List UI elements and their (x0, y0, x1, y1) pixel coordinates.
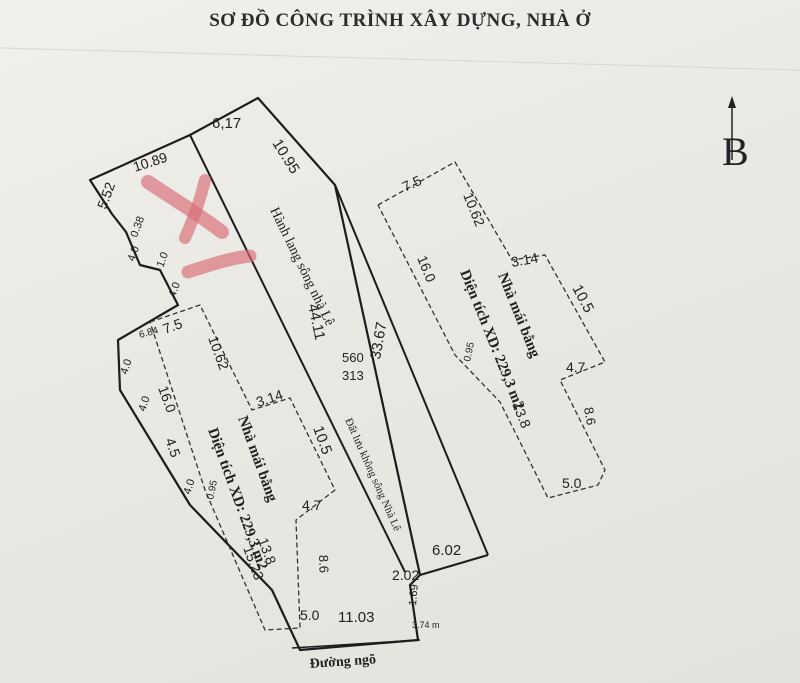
right-house-dim-a: 7.5 (400, 172, 425, 195)
right-house-dim-f: 0.95 (462, 341, 477, 363)
left-house-dim-e: 16.0 (155, 384, 179, 415)
dim-4-0e: 4.0 (181, 478, 197, 496)
right-house-dim-d: 10.5 (568, 282, 597, 316)
right-house-dim-c: 3.14 (510, 249, 540, 270)
dim-6-17: 6,17 (212, 115, 241, 132)
dim-6-84: 6.84 (138, 325, 160, 341)
bottom-right-line (419, 554, 489, 576)
left-house-dim-f: 0.95 (205, 479, 220, 501)
dim-4-0a: 4.0 (126, 245, 143, 263)
left-house-dim-c: 3.14 (254, 386, 285, 410)
left-house-dim-h: 8.6 (316, 555, 332, 574)
main-lot-outline (88, 96, 422, 652)
right-house-dim-g: 4.7 (566, 359, 586, 375)
dim-6-02: 6.02 (432, 542, 461, 559)
dim-3-74: 3.74 m (412, 620, 440, 630)
road-line (291, 639, 421, 649)
right-house-dim-e: 16.0 (414, 253, 439, 284)
red-scribble-mark (141, 174, 257, 279)
dim-4-0d: 4.0 (136, 395, 152, 413)
dim-4-0b: 4.0 (167, 281, 184, 299)
paper-fold (0, 47, 800, 71)
left-house-dim-b: 10.62 (205, 334, 232, 373)
dim-1-0: 1.0 (155, 251, 172, 269)
dim-4-5: 4.5 (162, 436, 184, 460)
dim-33-67: 33.67 (367, 321, 390, 361)
dim-10-89: 10.89 (131, 149, 169, 175)
right-house-dim-h: 8.6 (581, 406, 599, 426)
road-label: Đường ngõ (309, 652, 376, 672)
north-label: B (722, 129, 749, 174)
dim-11-03: 11.03 (338, 609, 374, 626)
right-boundary-line (334, 184, 489, 556)
left-house-dim-j: 5.0 (300, 607, 320, 623)
right-house-outline (377, 161, 606, 499)
parcel-bottom-number: 313 (342, 368, 364, 383)
page-title: SƠ ĐỒ CÔNG TRÌNH XÂY DỰNG, NHÀ Ở (209, 10, 591, 31)
dim-5-52: 5.52 (94, 180, 118, 211)
left-house-dim-g: 4.7 (302, 497, 322, 513)
left-house-dim-a: 7.5 (161, 315, 185, 337)
dim-1-69: 1.69 (407, 584, 421, 606)
north-arrow-icon (728, 96, 736, 108)
left-house-outline (149, 304, 336, 631)
right-house-dim-b: 10.62 (460, 190, 488, 229)
land-label: Đất lưu không sông Nhà Lê (342, 416, 403, 533)
dim-4-0c: 4.0 (118, 358, 134, 376)
dim-2-02: 2.02 (392, 567, 419, 583)
corridor-line (189, 134, 406, 573)
dim-0-38: 0.38 (129, 215, 148, 239)
right-house-dim-j: 5.0 (562, 475, 582, 491)
left-house-dim-d: 10.5 (309, 424, 335, 457)
parcel-top-number: 560 (342, 350, 364, 365)
